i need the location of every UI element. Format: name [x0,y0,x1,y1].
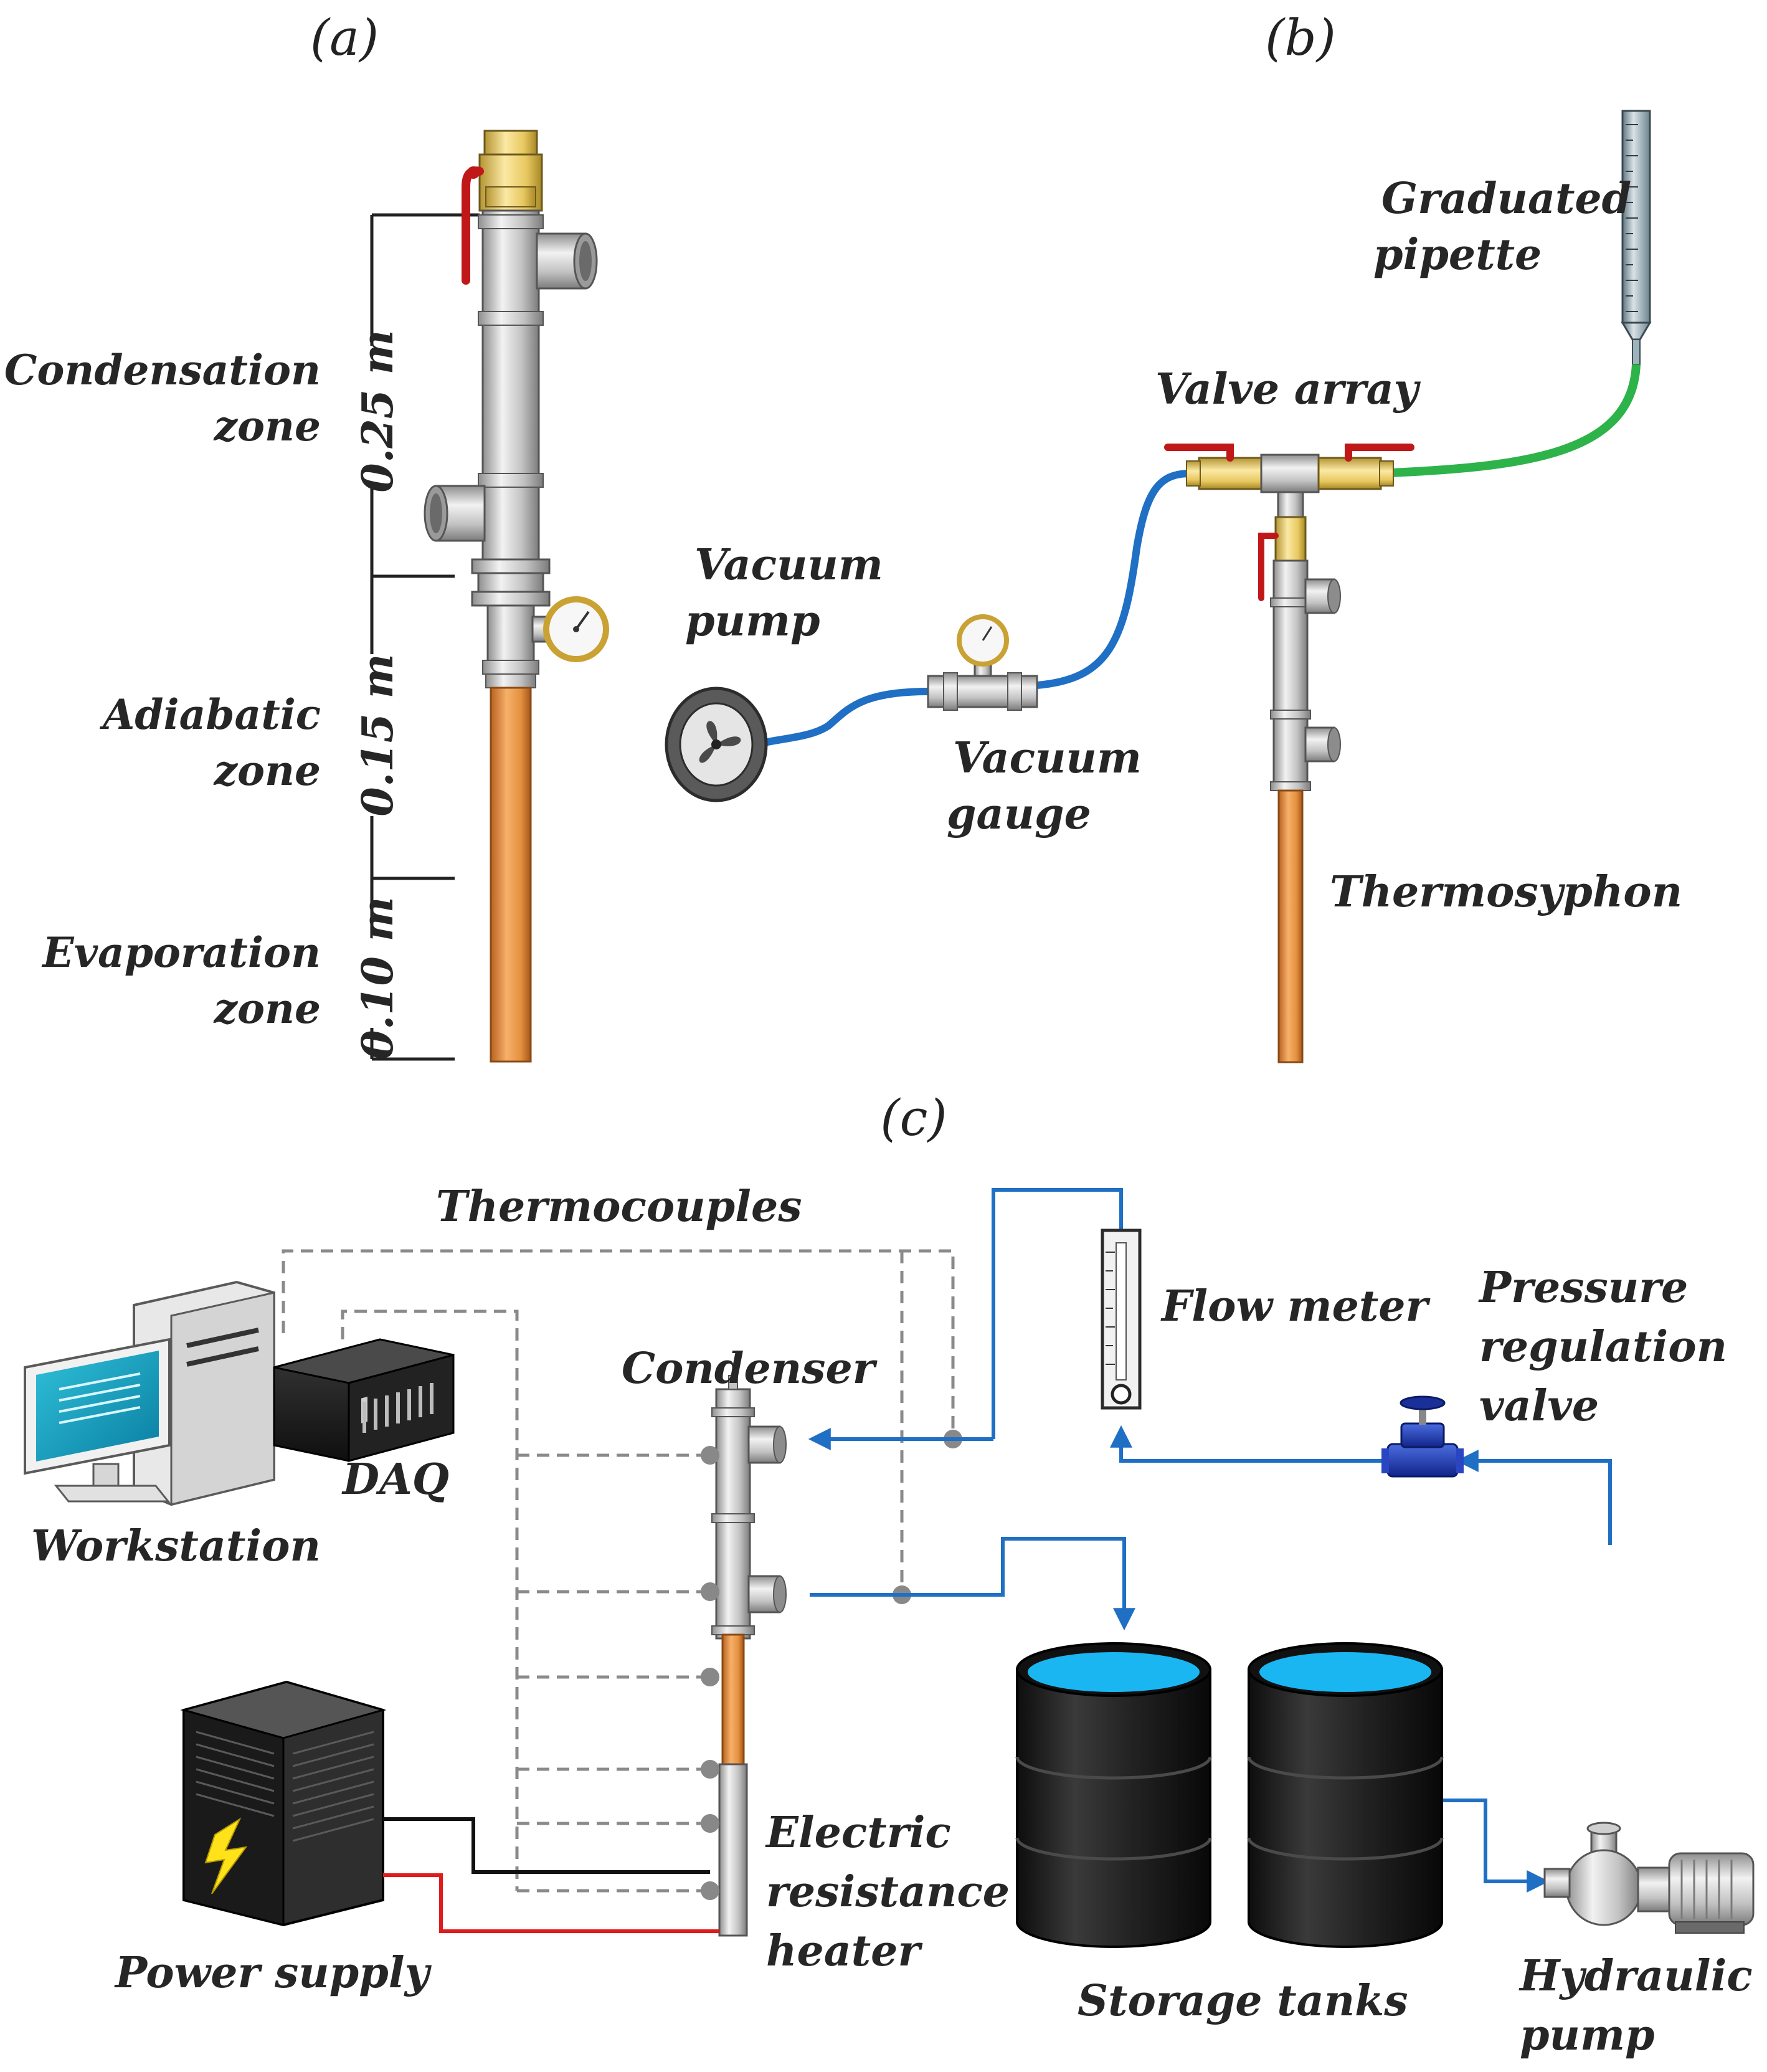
panel-label-a: (a) [310,9,379,67]
dimension-condensation: 0.25 m [353,330,403,492]
label-heater-3: heater [766,1926,922,1976]
label-pressure-regulation-valve-3: valve [1479,1381,1599,1431]
pipette-hose [1376,364,1641,478]
zone-label-evaporation-2: zone [214,984,321,1033]
label-storage-tanks: Storage tanks [1078,1976,1408,2026]
label-power-supply: Power supply [114,1948,432,1998]
valve-handle [462,166,484,285]
label-daq: DAQ [341,1455,449,1504]
zone-label-evaporation-1: Evaporation [41,928,321,977]
label-vacuum-pump-1: Vacuum [694,540,883,590]
flow-meter [1101,1228,1142,1410]
hydraulic-pump [1543,1822,1755,1934]
coolant-lines [808,1188,1612,1893]
valve-array-tee [1260,454,1320,493]
label-vacuum-gauge-1: Vacuum [953,733,1142,783]
panel-label-b: (b) [1265,9,1336,67]
power-wire-positive [383,1873,719,1933]
label-graduated-pipette-1: Graduated [1381,174,1631,224]
vacuum-pump-icon [665,687,768,802]
label-thermosyphon: Thermosyphon [1330,867,1682,917]
condenser-c [711,1375,787,1937]
zone-label-adiabatic-1: Adiabatic [99,690,321,739]
zone-label-condensation-1: Condensation [4,346,321,394]
graduated-pipette [1621,110,1651,324]
label-heater-1: Electric [765,1808,951,1858]
storage-tank-right [1247,1642,1444,1948]
vacuum-hose-upper [1036,470,1190,689]
panel-label-c: (c) [880,1089,947,1147]
thermocouple-wires [282,1249,955,1893]
panel-a-thermosyphon: 0.25 m 0.15 m 0.10 m Condensation zone A… [4,130,609,1063]
thermocouple-junctions [701,1430,962,1900]
condenser-tube [481,209,540,561]
panel-b-charging-setup: Graduated pipette Valve array Vacuum pum… [665,110,1682,1063]
label-hydraulic-pump-1: Hydraulic [1518,1951,1753,2001]
label-graduated-pipette-2: pipette [1373,230,1542,280]
zone-label-condensation-2: zone [214,402,321,450]
label-condenser: Condenser [622,1344,878,1394]
label-hydraulic-pump-2: pump [1520,2010,1654,2060]
brass-cap [483,130,538,156]
valve-array-left-valve [1198,457,1262,490]
dimension-evaporation: 0.10 m [353,896,403,1059]
adiabatic-section [486,604,535,669]
workstation-icon [24,1280,275,1506]
label-pressure-regulation-valve-1: Pressure [1478,1263,1688,1313]
zone-label-adiabatic-2: zone [214,746,321,795]
pipette-graduations [1626,124,1638,312]
power-wire-negative [383,1817,710,1874]
dimension-adiabatic: 0.15 m [353,653,403,816]
label-vacuum-pump-2: pump [685,596,820,646]
panel-c-test-rig: Thermocouples Flow meter Pressure regula… [24,1182,1755,2060]
storage-tank-left [1015,1642,1212,1948]
valve-array-right-valve [1317,457,1382,490]
thermosyphon-fill-valve [1274,516,1307,562]
label-valve-array: Valve array [1155,364,1421,414]
label-vacuum-gauge-2: gauge [947,789,1091,839]
lightning-icon [204,1817,248,1894]
vacuum-hose-lower [756,688,929,748]
electric-heater [718,1763,748,1937]
label-heater-2: resistance [766,1867,1010,1917]
pressure-regulation-valve [1381,1395,1464,1478]
thermosyphon-evaporator [1277,789,1304,1063]
label-pressure-regulation-valve-2: regulation [1479,1322,1727,1372]
label-flow-meter: Flow meter [1160,1281,1431,1331]
thermosyphon-condenser [1272,559,1309,786]
label-thermocouples: Thermocouples [436,1182,802,1232]
daq-icon [273,1338,455,1462]
copper-evaporator [490,687,532,1063]
power-supply-icon [180,1680,387,1927]
flange [471,558,551,574]
label-workstation: Workstation [31,1521,321,1571]
